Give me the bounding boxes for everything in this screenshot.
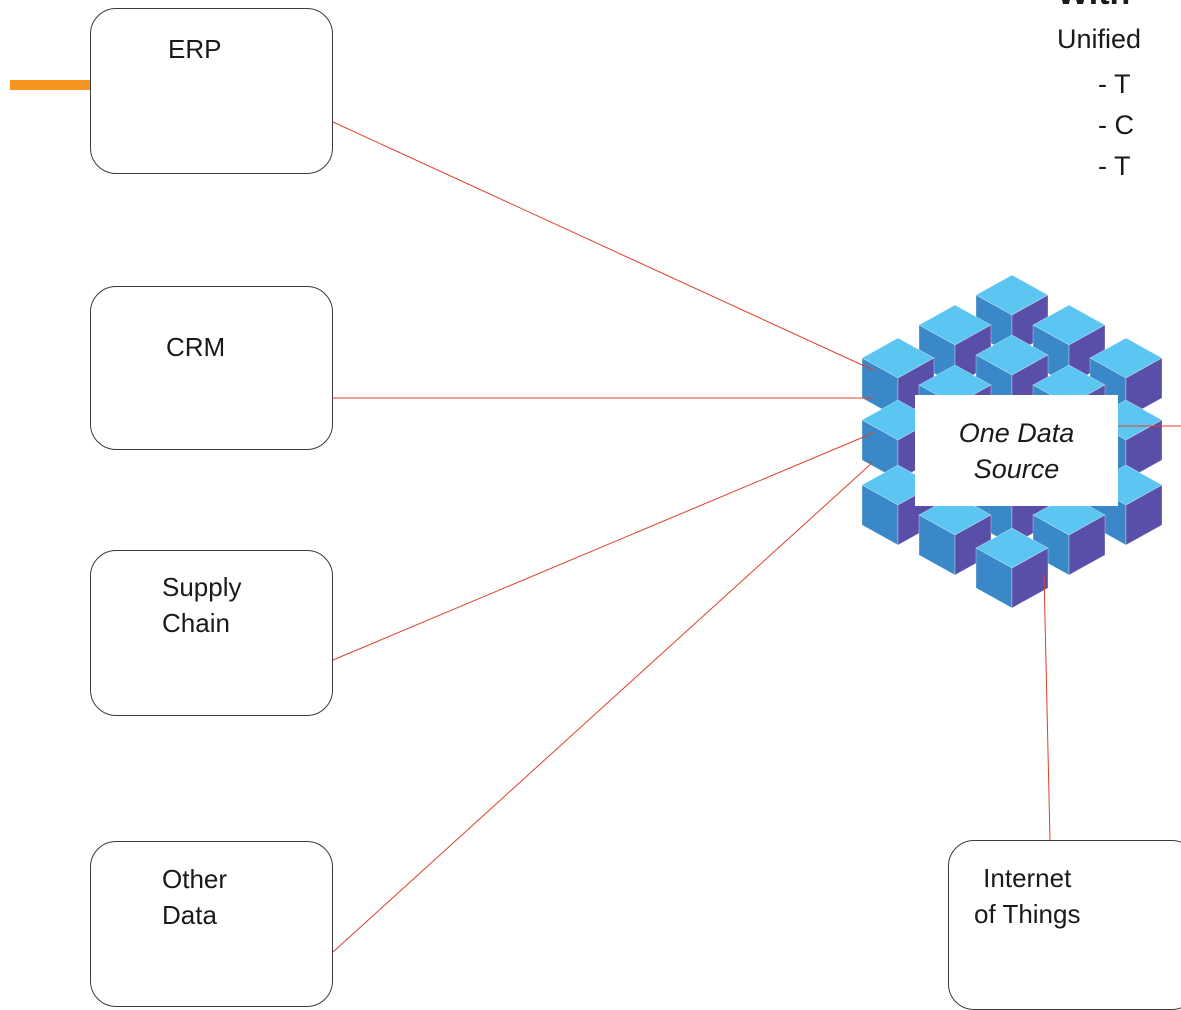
connector-supply-chain bbox=[332, 432, 874, 661]
side-heading: With bbox=[1057, 0, 1130, 12]
side-text-panel: With Unified - T - C - T bbox=[1057, 0, 1181, 210]
supply-chain-label: Supply Chain bbox=[162, 572, 242, 638]
other-data-label: Other Data bbox=[162, 864, 228, 930]
connector-other-data bbox=[332, 461, 874, 953]
connector-lines bbox=[332, 121, 1181, 953]
iot-label: Internet of Things bbox=[974, 863, 1081, 929]
other-data-node: Other Data bbox=[90, 841, 333, 1007]
connector-erp bbox=[332, 121, 874, 371]
crm-node: CRM bbox=[90, 286, 333, 450]
one-data-source-label: One Data Source bbox=[915, 395, 1118, 506]
cube-icon bbox=[1089, 337, 1163, 419]
cube-icon bbox=[975, 527, 1049, 609]
connector-iot bbox=[1043, 573, 1051, 841]
side-bullet: - T bbox=[1098, 69, 1131, 99]
crm-label: CRM bbox=[166, 332, 226, 362]
side-line: Unified bbox=[1057, 24, 1142, 54]
side-bullet: - C bbox=[1098, 110, 1134, 140]
side-bullet: - T bbox=[1098, 151, 1131, 181]
cube-icon bbox=[1032, 494, 1106, 576]
iot-node: Internet of Things bbox=[948, 840, 1181, 1010]
supply-chain-node: Supply Chain bbox=[90, 550, 333, 716]
erp-label: ERP bbox=[168, 34, 222, 64]
accent-bar bbox=[10, 80, 92, 90]
erp-node: ERP bbox=[90, 8, 333, 174]
